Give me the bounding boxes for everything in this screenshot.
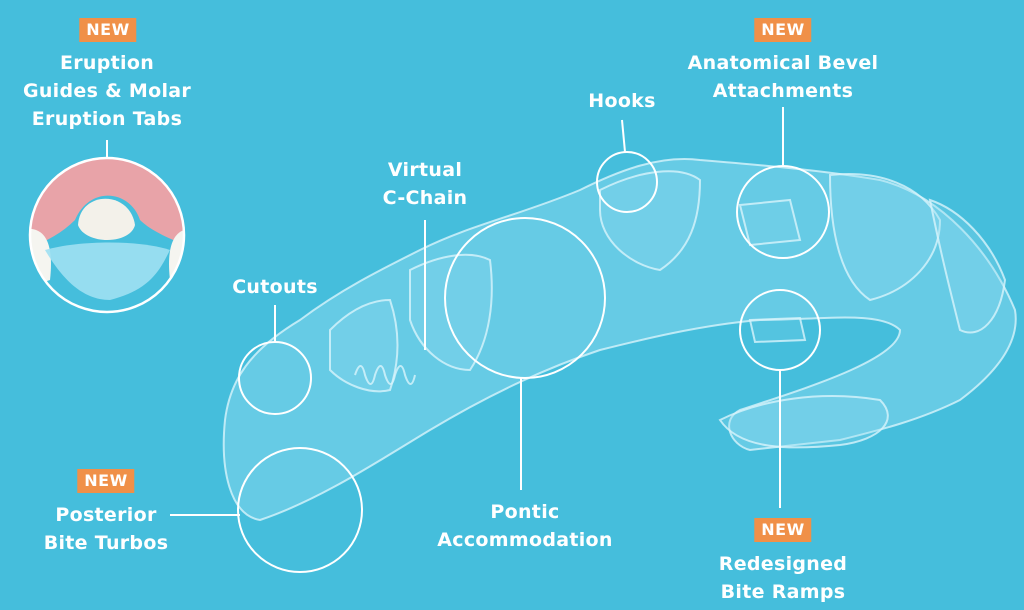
label-anatomical-bevel: Anatomical Bevel Attachments — [688, 49, 879, 105]
callout-lines — [28, 107, 830, 573]
label-line: Hooks — [588, 90, 656, 112]
label-hooks: Hooks — [588, 87, 655, 115]
clear-aligner — [222, 158, 1017, 522]
label-line: C-Chain — [382, 187, 468, 209]
label-line: Bite Turbos — [43, 532, 169, 554]
label-line: Attachments — [712, 80, 854, 102]
label-line: Eruption — [59, 52, 155, 74]
label-line: Guides & Molar — [22, 80, 192, 102]
label-line: Bite Ramps — [720, 581, 846, 603]
new-badge-turbos: NEW — [77, 469, 135, 493]
label-bite-ramps: Redesigned Bite Ramps — [719, 550, 847, 606]
label-eruption-guides: Eruption Guides & Molar Eruption Tabs — [23, 49, 191, 133]
label-pontic: Pontic Accommodation — [437, 498, 612, 554]
label-line: Pontic — [490, 501, 560, 523]
label-line: Redesigned — [718, 553, 848, 575]
label-line: Cutouts — [232, 276, 318, 298]
label-line: Virtual — [387, 159, 463, 181]
label-virtual-cchain: Virtual C-Chain — [383, 156, 468, 212]
new-badge-eruption: NEW — [79, 18, 137, 42]
label-line: Accommodation — [437, 529, 613, 551]
eruption-inset-image — [30, 158, 184, 312]
label-cutouts: Cutouts — [232, 273, 318, 301]
new-badge-bevel: NEW — [754, 18, 812, 42]
label-line: Anatomical Bevel — [687, 52, 879, 74]
label-line: Posterior — [55, 504, 157, 526]
label-bite-turbos: Posterior Bite Turbos — [44, 501, 169, 557]
label-line: Eruption Tabs — [31, 108, 183, 130]
new-badge-ramps: NEW — [754, 518, 812, 542]
